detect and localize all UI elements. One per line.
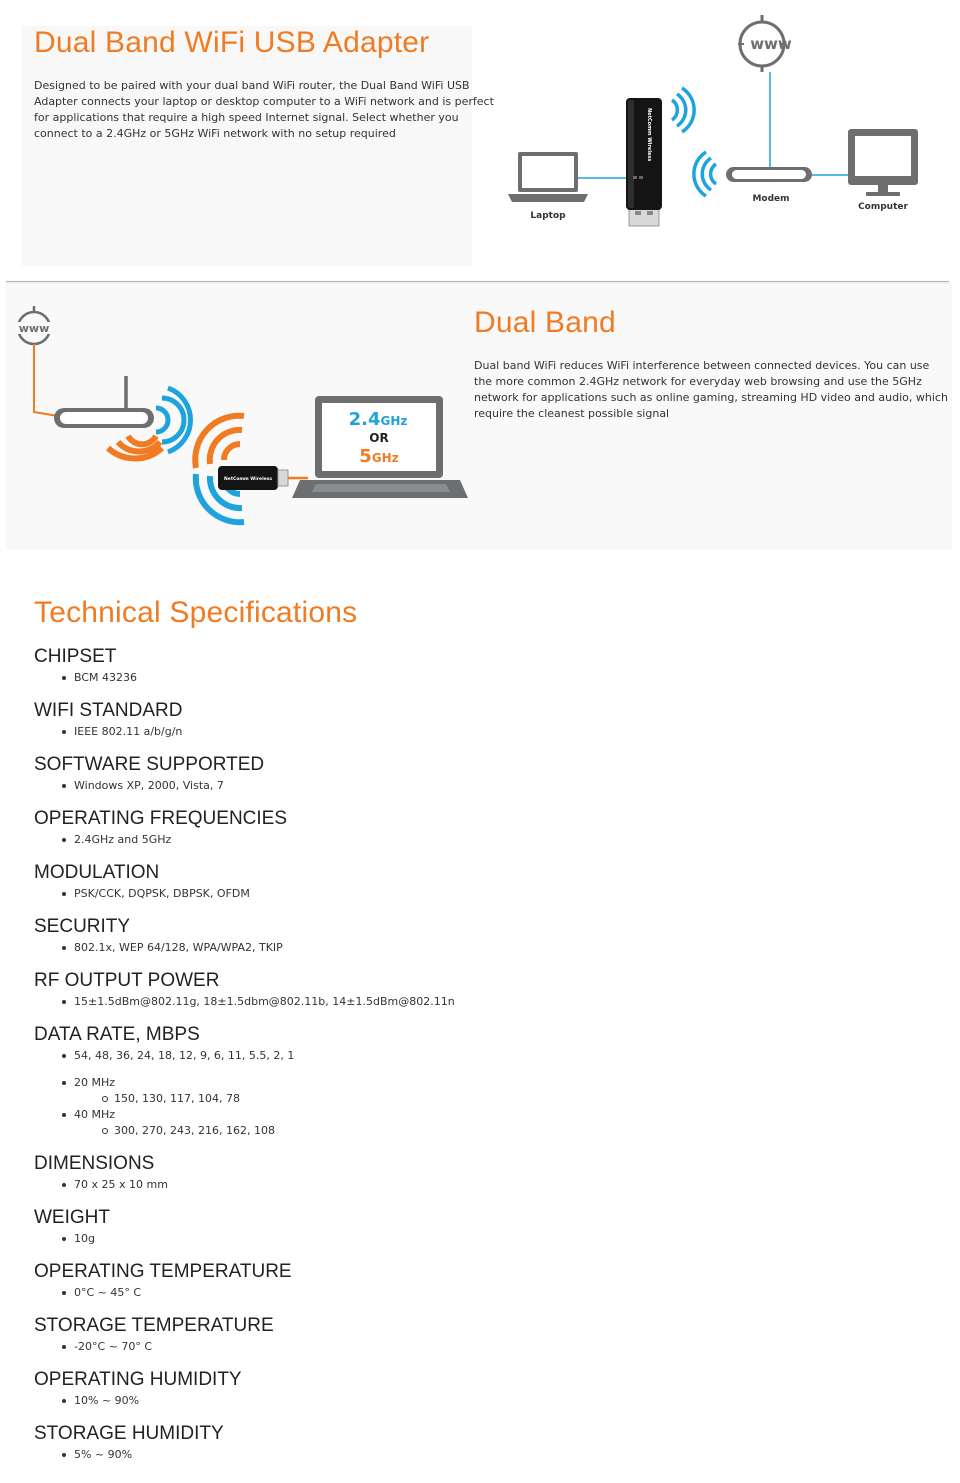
computer-icon (848, 129, 918, 196)
spec-heading: SECURITY (34, 916, 131, 937)
router-wifi-waves-icon (155, 385, 194, 455)
dongle-brand: NetComm Wireless (224, 476, 272, 482)
spec-value: 802.1x, WEP 64/128, WPA/WPA2, TKIP (62, 940, 934, 956)
spec-sub-label: 20 MHz (74, 1076, 116, 1089)
band-a-label: 2.4GHz (349, 409, 408, 430)
band-a-number: 2.4 (349, 409, 381, 430)
spec-data-rate: DATA RATE, MBPS 54, 48, 36, 24, 18, 12, … (34, 1022, 934, 1151)
spec-value: 5% ~ 90% (62, 1447, 934, 1463)
dongle-wifi-waves-icon (670, 86, 696, 134)
www-globe-icon: www (16, 306, 52, 346)
dongle-brand: NetComm Wireless (646, 108, 652, 161)
dual-band-title: Dual Band (474, 306, 616, 339)
spec-wifi-standard: WIFI STANDARD IEEE 802.11 a/b/g/n (34, 698, 934, 752)
spec-subgroup-20mhz: 20 MHz 150, 130, 117, 104, 78 (62, 1075, 934, 1107)
band-b-unit: GHz (372, 451, 399, 465)
spec-sub-label: 40 MHz (74, 1108, 116, 1121)
router-icon (54, 376, 154, 428)
spec-value: 15±1.5dBm@802.11g, 18±1.5dbm@802.11b, 14… (62, 994, 934, 1010)
www-text: www (750, 35, 792, 53)
spec-modulation: MODULATION PSK/CCK, DQPSK, DBPSK, OFDM (34, 860, 934, 914)
www-text: www (19, 322, 50, 335)
usb-dongle-icon: NetComm Wireless (626, 98, 662, 227)
spec-heading: DIMENSIONS (34, 1153, 155, 1174)
spec-software: SOFTWARE SUPPORTED Windows XP, 2000, Vis… (34, 752, 934, 806)
band-a-unit: GHz (381, 414, 408, 428)
spec-security: SECURITY 802.1x, WEP 64/128, WPA/WPA2, T… (34, 914, 934, 968)
spec-sub-value: 150, 130, 117, 104, 78 (102, 1091, 934, 1107)
spec-value: BCM 43236 (62, 670, 934, 686)
spec-value: 54, 48, 36, 24, 18, 12, 9, 6, 11, 5.5, 2… (62, 1048, 934, 1064)
spec-heading: OPERATING FREQUENCIES (34, 808, 288, 829)
spec-value: 0°C ~ 45° C (62, 1285, 934, 1301)
spec-value: 10% ~ 90% (62, 1393, 934, 1409)
router-orange-waves-icon (105, 434, 165, 462)
spec-heading: WEIGHT (34, 1207, 110, 1228)
spec-sub-value: 300, 270, 243, 216, 162, 108 (102, 1123, 934, 1139)
spec-heading: STORAGE TEMPERATURE (34, 1315, 274, 1336)
band-or-text: OR (369, 431, 388, 445)
specs-title: Technical Specifications (34, 596, 358, 629)
hero-text-panel (22, 26, 472, 266)
spec-chipset: CHIPSET BCM 43236 (34, 644, 934, 698)
hero-title: Dual Band WiFi USB Adapter (34, 26, 430, 59)
spec-value: -20°C ~ 70° C (62, 1339, 934, 1355)
band-b-label: 5GHz (359, 446, 398, 467)
spec-operating-temperature: OPERATING TEMPERATURE 0°C ~ 45° C (34, 1259, 934, 1313)
modem-label: Modem (752, 194, 789, 204)
section-divider (6, 281, 949, 282)
hero-description: Designed to be paired with your dual ban… (34, 79, 494, 140)
spec-heading: DATA RATE, MBPS (34, 1024, 200, 1045)
spec-heading: MODULATION (34, 862, 160, 883)
computer-label: Computer (858, 202, 908, 212)
dual-band-section (6, 285, 952, 550)
hero-network-diagram: www Modem Computer Laptop NetComm Wir (508, 15, 918, 227)
laptop-icon (508, 152, 588, 202)
spec-weight: WEIGHT 10g (34, 1205, 934, 1259)
spec-heading: STORAGE HUMIDITY (34, 1423, 224, 1444)
dual-band-diagram: www NetComm Wireless (16, 306, 468, 526)
spec-value: 70 x 25 x 10 mm (62, 1177, 934, 1193)
dual-band-description: Dual band WiFi reduces WiFi interference… (474, 359, 948, 420)
spec-heading: OPERATING HUMIDITY (34, 1369, 242, 1390)
modem-wifi-waves-icon (692, 150, 718, 198)
spec-value: IEEE 802.11 a/b/g/n (62, 724, 934, 740)
spec-value: PSK/CCK, DQPSK, DBPSK, OFDM (62, 886, 934, 902)
spec-rf-power: RF OUTPUT POWER 15±1.5dBm@802.11g, 18±1.… (34, 968, 934, 1022)
spec-value: Windows XP, 2000, Vista, 7 (62, 778, 934, 794)
spec-storage-humidity: STORAGE HUMIDITY 5% ~ 90% (34, 1421, 934, 1475)
spec-operating-humidity: OPERATING HUMIDITY 10% ~ 90% (34, 1367, 934, 1421)
spec-frequencies: OPERATING FREQUENCIES 2.4GHz and 5GHz (34, 806, 934, 860)
spec-subgroup-40mhz: 40 MHz 300, 270, 243, 216, 162, 108 (62, 1107, 934, 1139)
spec-dimensions: DIMENSIONS 70 x 25 x 10 mm (34, 1151, 934, 1205)
laptop-icon (292, 396, 468, 498)
spec-heading: WIFI STANDARD (34, 700, 183, 721)
spec-heading: OPERATING TEMPERATURE (34, 1261, 292, 1282)
spec-value: 2.4GHz and 5GHz (62, 832, 934, 848)
specs-list: CHIPSET BCM 43236 WIFI STANDARD IEEE 802… (34, 644, 934, 1475)
spec-heading: CHIPSET (34, 646, 117, 667)
spec-heading: SOFTWARE SUPPORTED (34, 754, 265, 775)
band-b-number: 5 (359, 446, 372, 467)
dongle-orange-waves-icon (192, 412, 245, 469)
spec-storage-temperature: STORAGE TEMPERATURE -20°C ~ 70° C (34, 1313, 934, 1367)
modem-icon (726, 167, 812, 182)
spec-value: 10g (62, 1231, 934, 1247)
www-globe-icon: www (738, 15, 792, 72)
spec-heading: RF OUTPUT POWER (34, 970, 220, 991)
usb-dongle-icon: NetComm Wireless (218, 466, 289, 490)
laptop-label: Laptop (530, 211, 566, 221)
